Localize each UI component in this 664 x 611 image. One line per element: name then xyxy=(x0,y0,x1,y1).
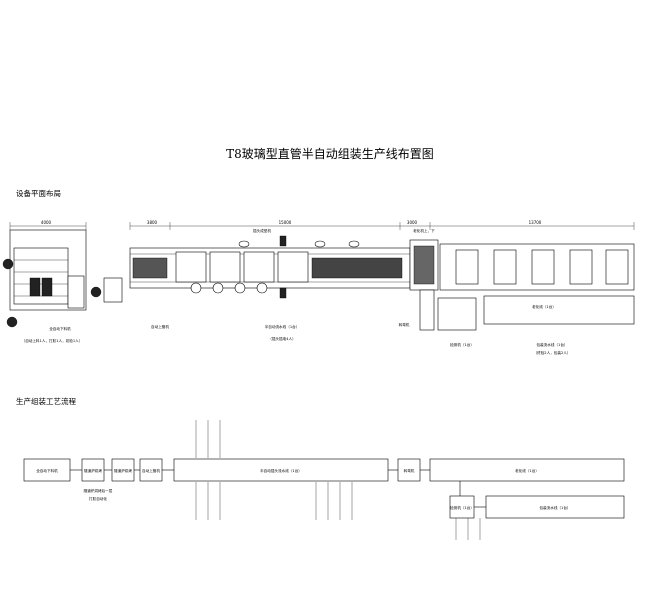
process-flow: 全自动下料机 隧道炉烘烤 隧道炉烘烤 隧道炉烘烤后一层 打胶自动化 自动上管机 … xyxy=(23,420,625,540)
assembly-line: 插头成型机 自动上管机 半自动流水线（1台） （插头插电4人） xyxy=(129,228,411,341)
dim-13700: 13700 xyxy=(529,220,542,225)
flow-box-6: 转弯机 xyxy=(404,468,415,473)
bend-machine: 转弯机 老化机上，下 xyxy=(399,228,439,331)
flow-box-4: 自动上管机 xyxy=(142,468,160,473)
dim-15000: 15000 xyxy=(279,220,292,225)
packer-label: 包装流水线（1台） xyxy=(536,342,567,347)
feeder-people: （自动上料1人，打胶1人，初检1人） xyxy=(22,338,83,343)
dim-3800: 3800 xyxy=(147,220,158,225)
under-box-2: 隧道炉烘烤后一层 xyxy=(84,488,113,493)
feeder-label: 全自动下料机 xyxy=(49,326,71,331)
aging-label: 老化线（1台） xyxy=(532,304,556,309)
layout-section-heading: 设备平面布局 xyxy=(16,188,61,198)
flow-box-2: 隧道炉烘烤 xyxy=(84,468,102,473)
line-name-label: 自动上管机 xyxy=(151,324,169,329)
aging-line: 老化线（1台） 包装流水线（1台） （终检2人，包装2人） 检测机（1台） xyxy=(437,243,635,355)
main-line-people: （插头插电4人） xyxy=(268,336,295,341)
bend-label: 转弯机 xyxy=(399,322,410,327)
aging-people: （终检2人，包装2人） xyxy=(534,350,571,355)
under-box-2b: 打胶自动化 xyxy=(89,496,107,501)
main-line-label: 半自动流水线（1台） xyxy=(265,324,300,329)
dimension-line: 4000 3800 15000 3000 13700 xyxy=(9,220,635,230)
flow-box-5: 半自动插头流水线（1台） xyxy=(260,468,302,473)
tester-label: 检测机（1台） xyxy=(450,342,474,347)
top-right-note: 老化机上，下 xyxy=(413,228,435,233)
flow-box-3: 隧道炉烘烤 xyxy=(114,468,132,473)
dim-4000: 4000 xyxy=(41,220,52,225)
drawing-title: T8玻璃型直管半自动组装生产线布置图 xyxy=(226,146,434,161)
line-top-label: 插头成型机 xyxy=(253,228,271,233)
flow-box-7: 老化线（1台） xyxy=(515,468,539,473)
process-section-heading: 生产组装工艺流程 xyxy=(16,396,76,406)
dim-3000: 3000 xyxy=(407,220,418,225)
flow-box-9: 包装流水线（1台） xyxy=(539,505,570,510)
flow-box-8: 检测机（1台） xyxy=(450,505,474,510)
feeder-machine: 全自动下料机 （自动上料1人，打胶1人，初检1人） xyxy=(2,229,123,343)
flow-box-1: 全自动下料机 xyxy=(36,468,58,473)
